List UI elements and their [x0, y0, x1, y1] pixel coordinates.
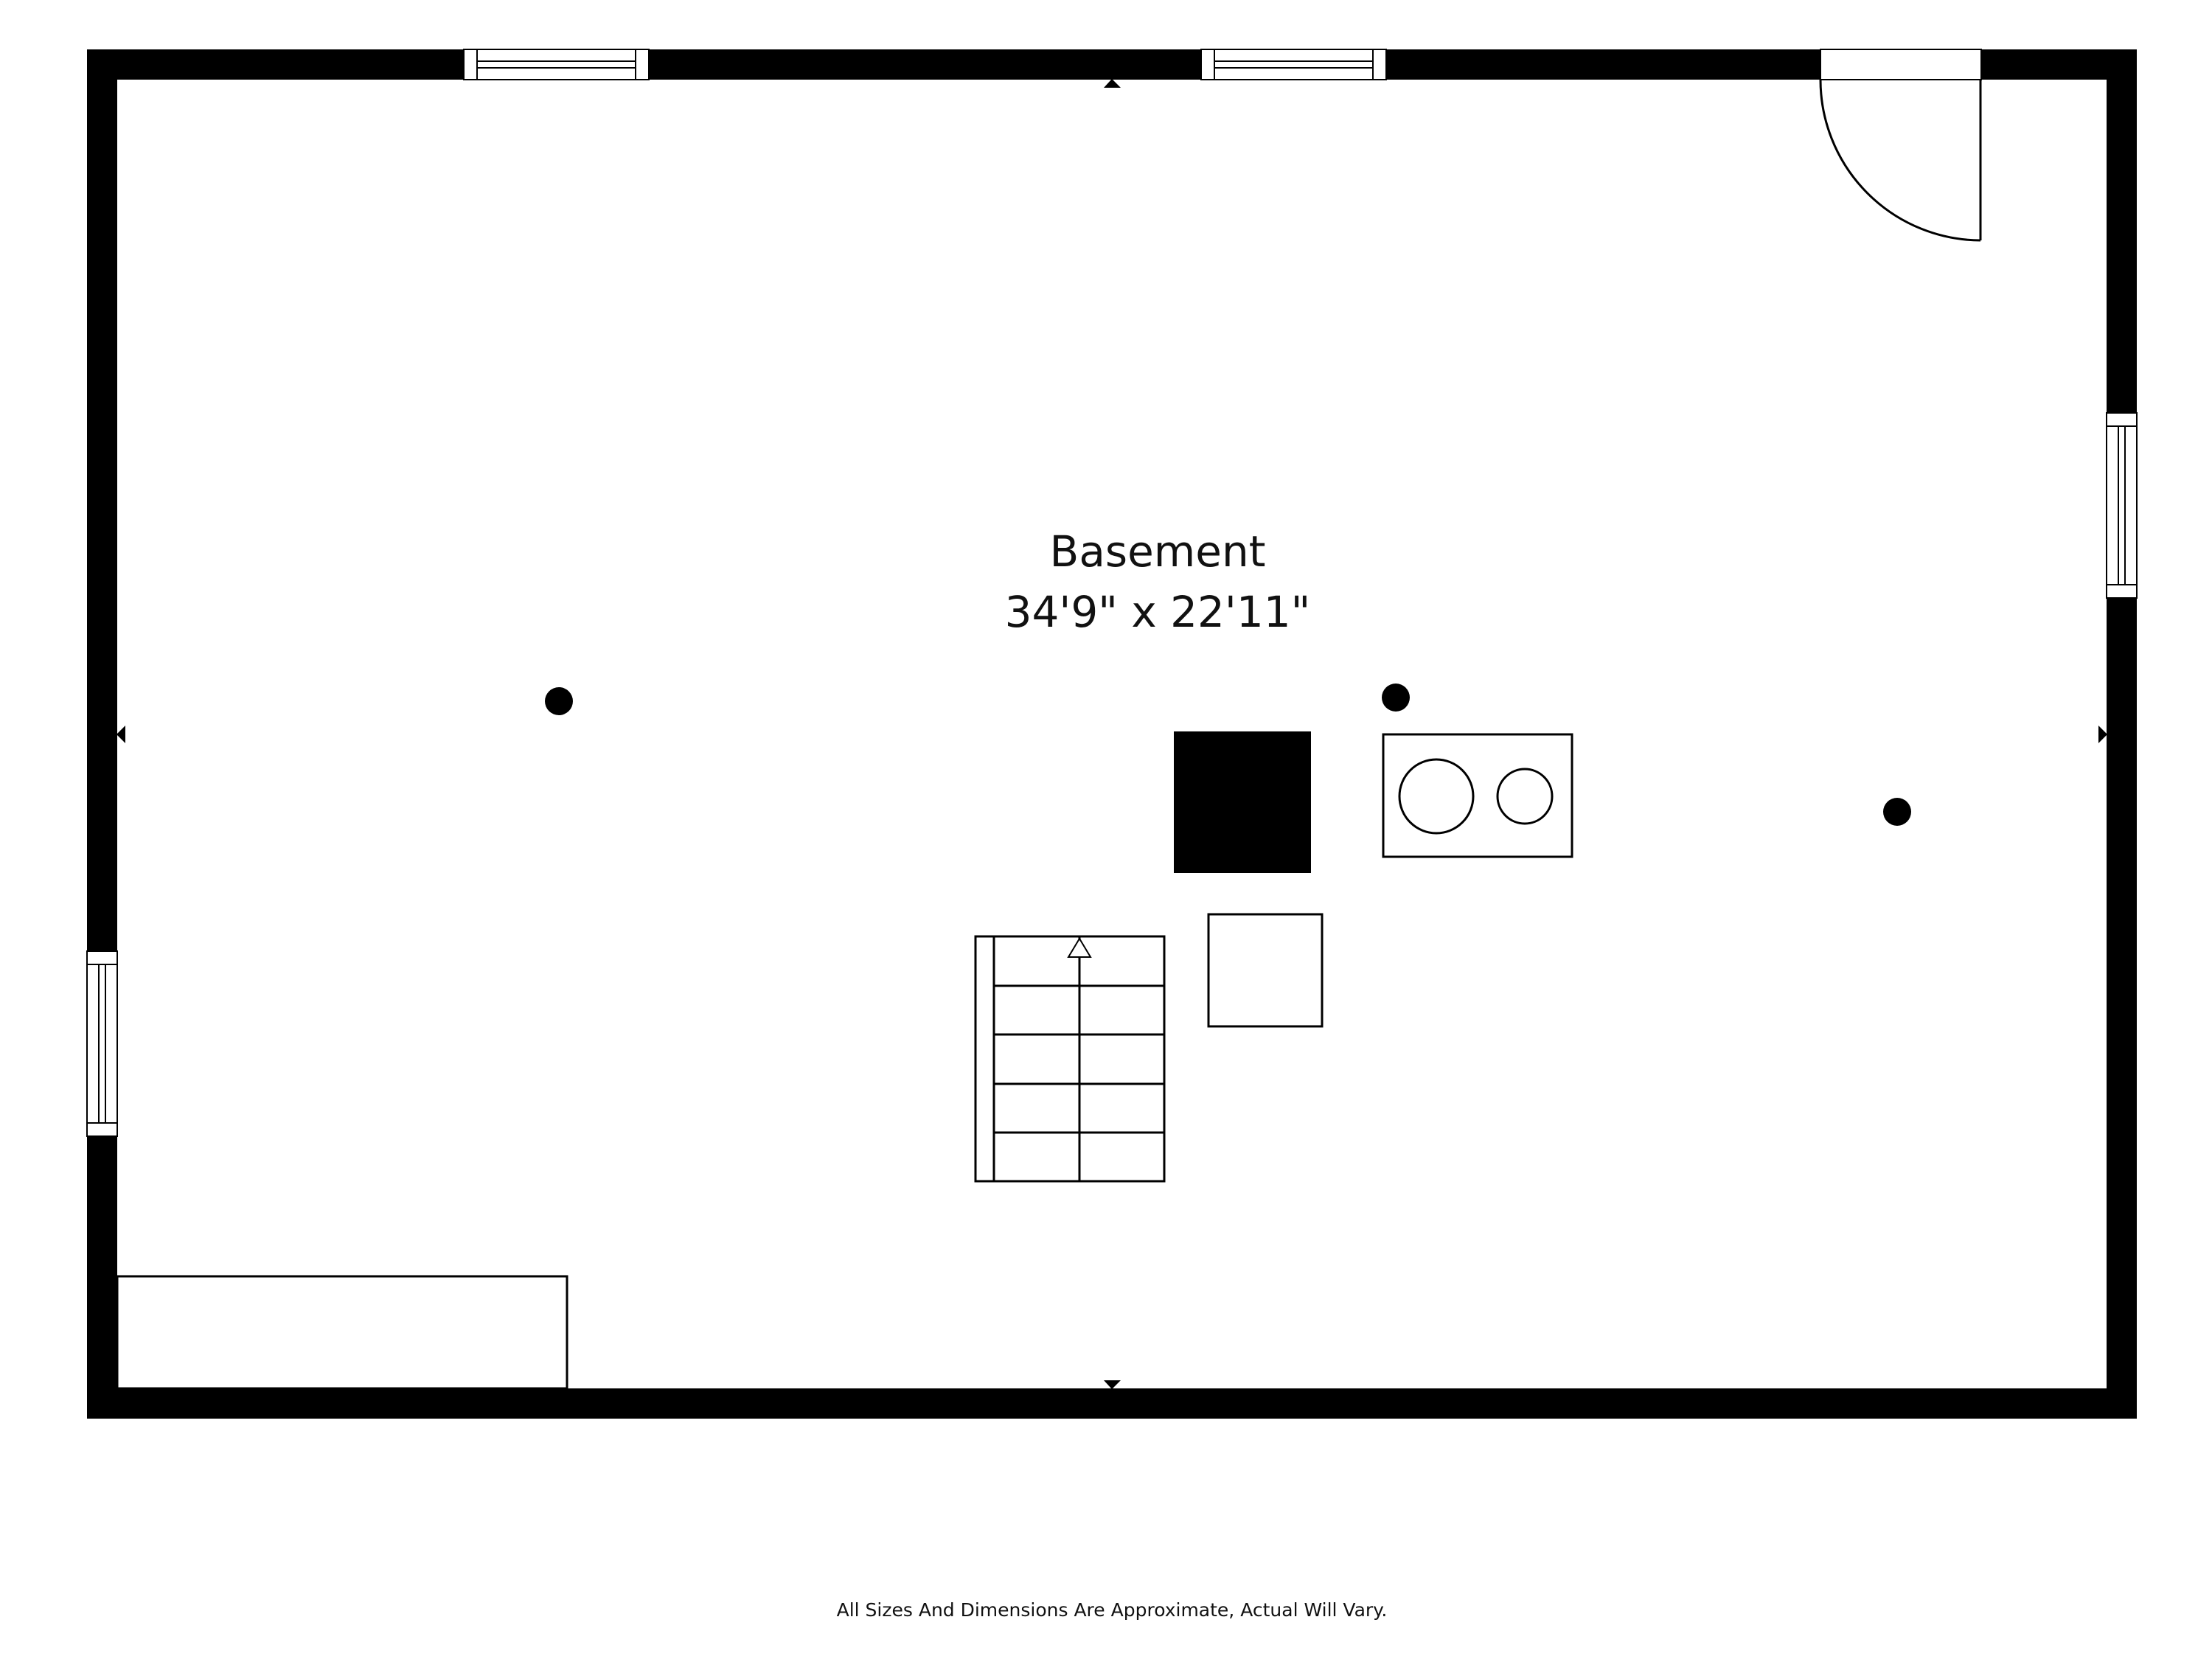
- counter-bottom-left: [116, 1275, 568, 1390]
- dimension-markers: [116, 79, 2107, 1389]
- disclaimer-note: All Sizes And Dimensions Are Approximate…: [837, 1599, 1388, 1621]
- exterior-walls: [87, 49, 2137, 1419]
- wall-left: [87, 49, 117, 1419]
- wall-top: [87, 49, 2137, 80]
- marker-right: [2098, 726, 2107, 743]
- chimney-block: [1174, 731, 1311, 873]
- marker-left: [116, 726, 125, 743]
- stair-direction-arrow-icon: [1067, 937, 1092, 958]
- window-top-center: [1200, 49, 1387, 80]
- window-left: [86, 950, 118, 1137]
- utility-unit: [1207, 913, 1324, 1028]
- window-top-left: [463, 49, 650, 80]
- support-post: [545, 687, 573, 715]
- staircase: [974, 935, 1166, 1183]
- water-tanks: [1382, 733, 1573, 858]
- door-top-right: [1819, 49, 1982, 242]
- tank-small: [1496, 768, 1554, 825]
- window-right: [2106, 412, 2138, 599]
- wall-bottom: [87, 1388, 2137, 1419]
- room-dimensions: 34'9" x 22'11": [1005, 587, 1311, 637]
- support-post: [1382, 684, 1410, 712]
- marker-bottom: [1104, 1380, 1121, 1389]
- support-posts: [545, 684, 1911, 826]
- wall-right: [2107, 49, 2137, 1419]
- support-post: [1883, 798, 1911, 826]
- room-name: Basement: [1050, 526, 1266, 577]
- marker-top: [1104, 79, 1121, 88]
- tank-large: [1398, 758, 1475, 835]
